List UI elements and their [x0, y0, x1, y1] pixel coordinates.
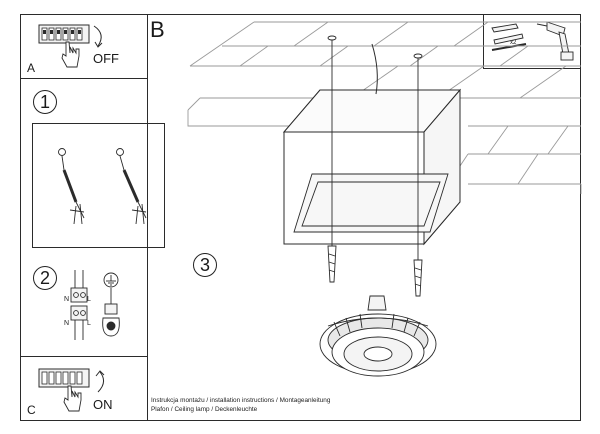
connector-icon: [70, 270, 88, 340]
panel-c-letter: C: [27, 403, 36, 417]
panel-b-letter: B: [150, 17, 165, 42]
wiring-label-l-top: L: [87, 296, 91, 303]
panel-a-action: OFF: [93, 51, 119, 66]
wiring-label-l-bottom: L: [87, 320, 91, 327]
power-cable: [371, 43, 378, 95]
screw-icon: [327, 35, 423, 297]
hand-icon: [61, 41, 80, 68]
anchor-icon: [491, 23, 527, 51]
step-1-number: 1: [39, 91, 50, 112]
ground-icon: [102, 272, 120, 337]
step-2-number: 2: [39, 267, 50, 288]
step-3-number: 3: [199, 254, 210, 275]
tools-count: x2: [510, 40, 517, 46]
drill-icon: [536, 21, 574, 61]
caption-line-2: Plafon / Ceiling lamp / Deckenleuchte: [151, 406, 258, 413]
step-1-panel: [32, 123, 165, 248]
lamp-opening: [293, 173, 449, 233]
caption-line-1: Instrukcja montażu / installation instru…: [151, 397, 331, 404]
panel-a-letter: A: [27, 61, 36, 75]
tools-panel: [483, 14, 581, 69]
panel-c-action: ON: [93, 397, 113, 412]
terminal-block-icon: [38, 24, 90, 44]
wiring-label-n-bottom: N: [64, 320, 70, 327]
ceiling-lamp-illustration: [187, 21, 582, 377]
panel-c: [20, 356, 148, 421]
panel-a: [20, 14, 148, 79]
wire-diagram-1: [58, 148, 147, 225]
light-bulb: [319, 295, 437, 377]
step-2-marker: 2: [33, 266, 57, 290]
caption: Instrukcja montażu / installation instru…: [151, 396, 330, 414]
hand-icon-c: [63, 385, 82, 412]
terminal-block-icon-c: [38, 368, 90, 388]
arrow-icon-c: [95, 370, 105, 393]
step-3-marker: 3: [193, 253, 217, 277]
wiring-label-n-top: N: [64, 296, 70, 303]
step-1-marker: 1: [33, 90, 57, 114]
arrow-icon: [93, 25, 103, 48]
